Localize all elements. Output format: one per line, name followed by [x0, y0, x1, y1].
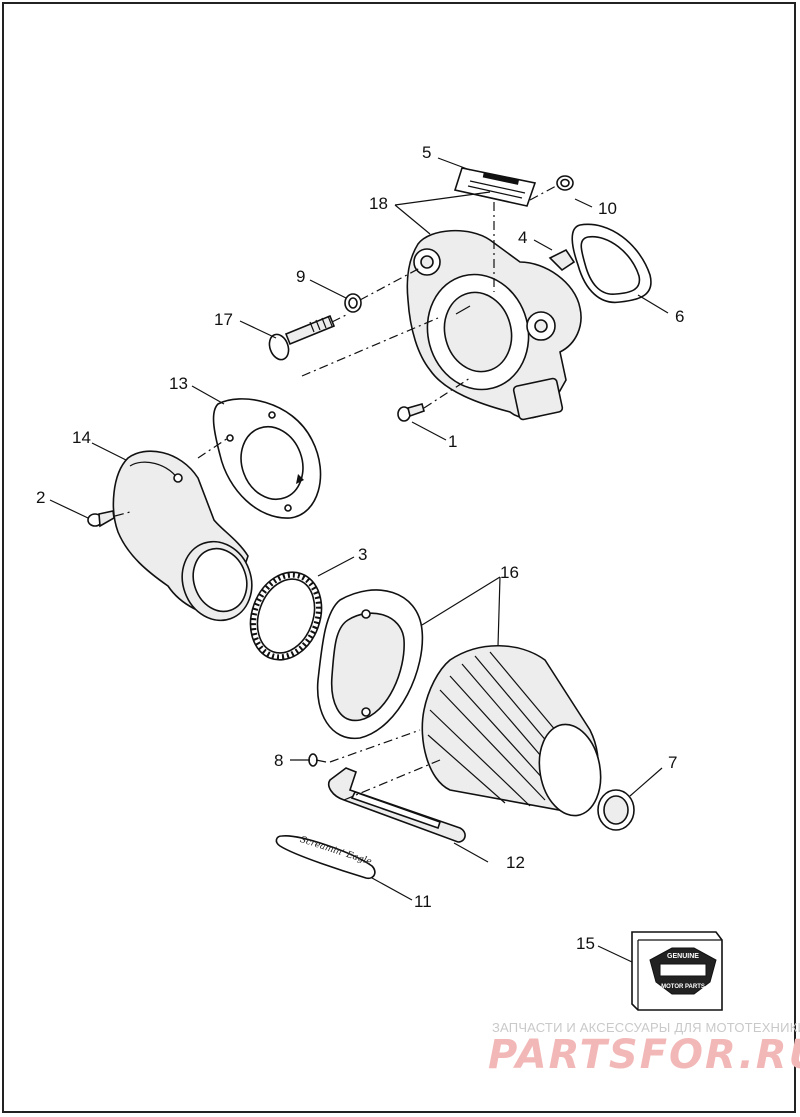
watermark-brand: PARTSFOR.RU	[488, 1032, 800, 1078]
callout-14: 14	[72, 428, 91, 447]
callout-15: 15	[576, 934, 595, 953]
filter-base	[316, 589, 424, 740]
genuine-parts-box: GENUINE MOTOR PARTS	[631, 931, 723, 1011]
callout-7: 7	[668, 753, 677, 772]
callout-18: 18	[369, 194, 388, 213]
elbow-adapter	[112, 450, 253, 622]
screw-1	[397, 403, 425, 422]
gasket-plate	[212, 398, 322, 519]
callout-8: 8	[274, 751, 283, 770]
backplate-housing	[406, 229, 582, 421]
callout-3: 3	[358, 545, 367, 564]
gasket	[571, 223, 652, 304]
screw-8	[308, 753, 327, 767]
o-ring-small	[556, 175, 574, 191]
screw-2	[87, 510, 115, 528]
medallion	[597, 789, 635, 831]
logo-genuine: GENUINE	[667, 953, 699, 960]
callout-16: 16	[500, 563, 519, 582]
logo-motor-parts: MOTOR PARTS	[661, 984, 705, 990]
label-decal	[453, 167, 537, 207]
callout-4: 4	[518, 228, 527, 247]
hose-clamp	[249, 571, 323, 661]
cone-filter	[421, 645, 602, 817]
callout-10: 10	[598, 199, 617, 218]
trim-badge: Screamin' Eagle	[275, 835, 376, 880]
callout-11: 11	[414, 892, 432, 911]
center-lines	[114, 185, 557, 801]
callout-12: 12	[506, 853, 525, 872]
leader-lines	[49, 157, 669, 963]
support-bracket	[328, 767, 466, 843]
callout-9: 9	[296, 267, 305, 286]
callout-2: 2	[36, 488, 45, 507]
callout-labels: 5 18 10 4 6 9 17 1 13 14 2 3 16 8 7 12 1…	[36, 143, 684, 953]
o-ring	[344, 293, 362, 313]
callout-13: 13	[169, 374, 188, 393]
callout-6: 6	[675, 307, 684, 326]
callout-5: 5	[422, 143, 431, 162]
clip	[548, 248, 576, 272]
callout-1: 1	[448, 432, 457, 451]
callout-17: 17	[214, 310, 233, 329]
watermark-subtitle: ЗАПЧАСТИ И АКСЕССУАРЫ ДЛЯ МОТОТЕХНИКИ	[492, 1020, 800, 1035]
breather-bolt	[268, 314, 336, 361]
